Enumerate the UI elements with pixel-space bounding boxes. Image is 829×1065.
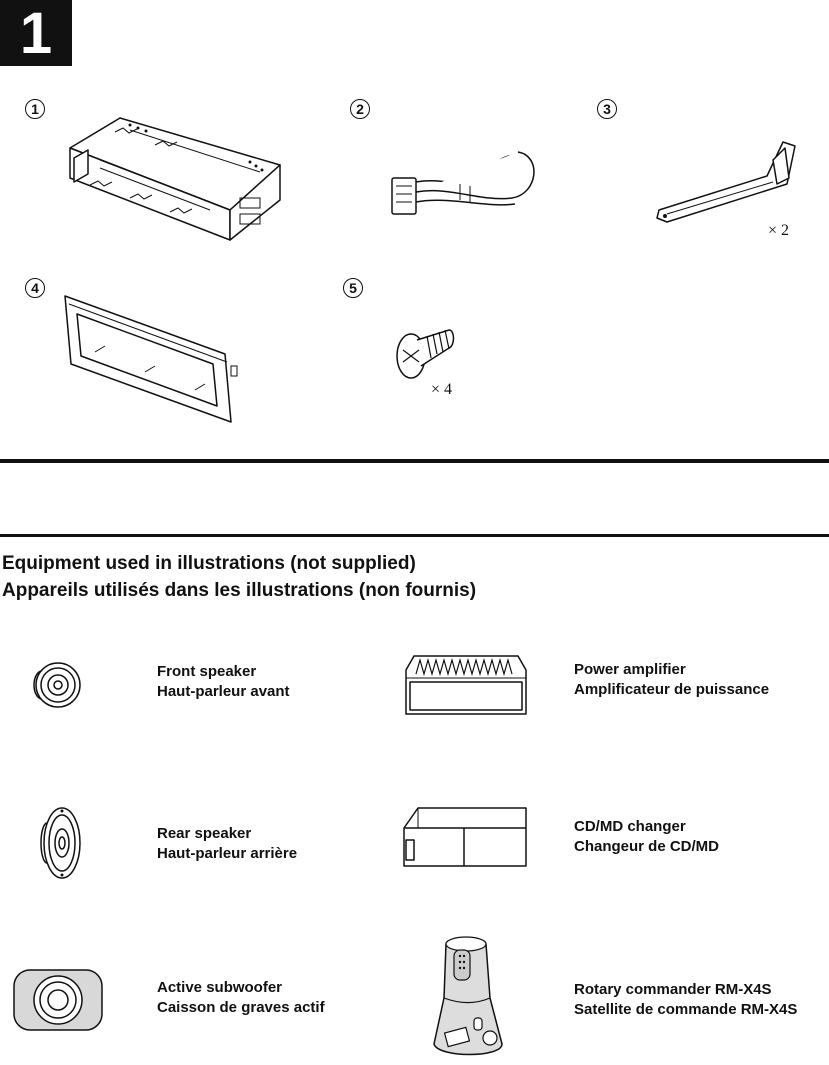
active-subwoofer-label-en: Active subwoofer [157, 979, 283, 996]
trim-frame-icon [64, 295, 238, 423]
rear-speaker-icon [40, 807, 81, 879]
front-speaker-icon [33, 662, 81, 708]
mounting-frame-icon [69, 117, 281, 241]
front-speaker-label-en: Front speaker [157, 663, 257, 680]
part-number-1: 1 [25, 99, 45, 119]
release-key-icon [656, 141, 796, 223]
screw-icon [396, 329, 455, 379]
release-key-quantity: × 2 [768, 222, 790, 239]
power-amplifier-label-fr: Amplificateur de puissance [574, 681, 770, 698]
rear-speaker-label-fr: Haut-parleur arrière [157, 845, 298, 862]
rear-speaker-label-en: Rear speaker [157, 825, 252, 842]
part-number-2: 2 [350, 99, 370, 119]
active-subwoofer-icon [13, 969, 103, 1031]
cd-md-changer-icon [403, 807, 527, 867]
equipment-heading-fr: Appareils utilisés dans les illustration… [2, 580, 477, 601]
rotary-commander-icon [433, 936, 503, 1056]
section-divider-thick [0, 459, 829, 463]
equipment-heading-en: Equipment used in illustrations (not sup… [2, 553, 416, 574]
cd-md-changer-label-en: CD/MD changer [574, 818, 686, 835]
part-number-4: 4 [25, 278, 45, 298]
section-number-badge: 1 [0, 0, 72, 66]
section-divider [0, 534, 829, 537]
connecting-cord-icon [391, 151, 535, 215]
part-number-5: 5 [343, 278, 363, 298]
power-amplifier-icon [405, 655, 527, 715]
front-speaker-label-fr: Haut-parleur avant [157, 683, 290, 700]
power-amplifier-label-en: Power amplifier [574, 661, 686, 678]
cd-md-changer-label-fr: Changeur de CD/MD [574, 838, 720, 855]
rotary-commander-label-fr: Satellite de commande RM-X4S [574, 1001, 798, 1018]
rotary-commander-label-en: Rotary commander RM-X4S [574, 981, 772, 998]
part-number-3: 3 [597, 99, 617, 119]
screw-quantity: × 4 [431, 381, 453, 398]
active-subwoofer-label-fr: Caisson de graves actif [157, 999, 325, 1016]
